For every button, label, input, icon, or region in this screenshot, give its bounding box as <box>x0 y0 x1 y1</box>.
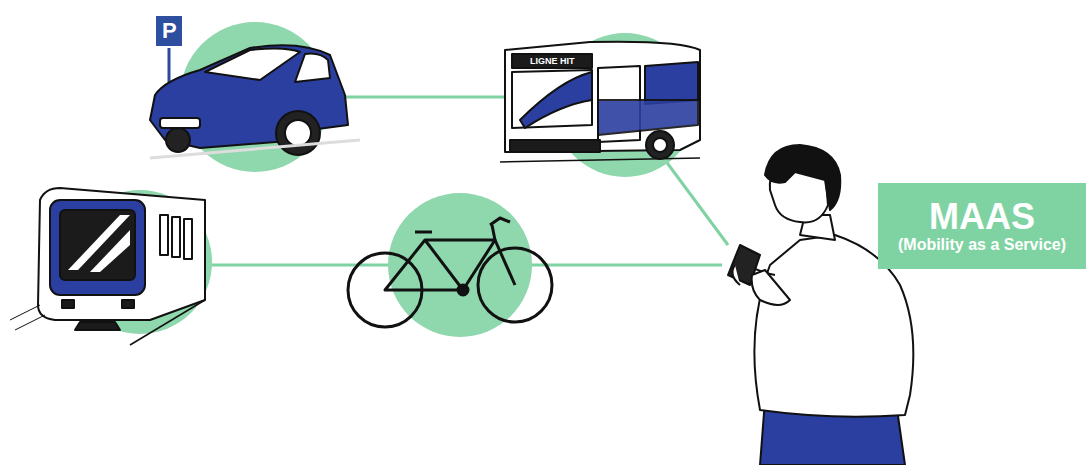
bicycle-illustration <box>348 218 552 327</box>
service-title: MAAS <box>929 199 1035 235</box>
bus-route-sign: LIGNE HIT <box>530 57 575 66</box>
parking-sign-letter: P <box>162 20 177 42</box>
service-box: MAAS(Mobility as a Service) <box>878 183 1086 269</box>
bus-illustration <box>500 42 700 162</box>
train-illustration <box>10 188 205 345</box>
service-subtitle: (Mobility as a Service) <box>898 235 1066 254</box>
car-illustration <box>150 15 360 158</box>
